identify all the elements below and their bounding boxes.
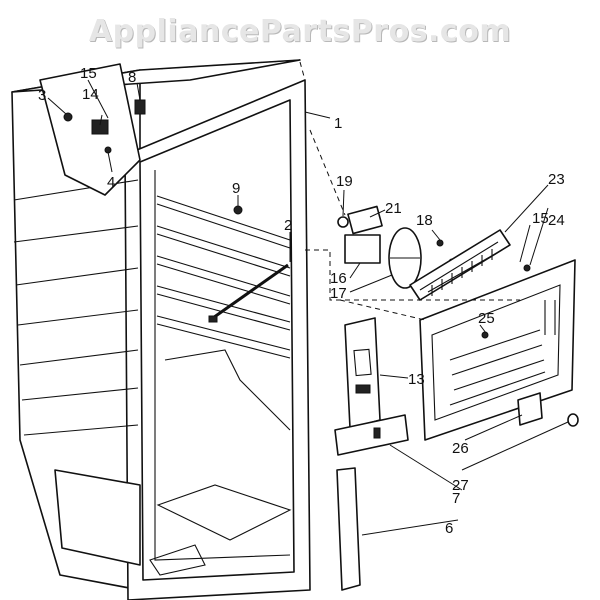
insulation-6 [336,467,361,591]
alignment-lines [305,129,520,321]
cabinet-side-grooves [13,179,139,436]
leader-lines [47,79,569,536]
liner-floor-pocket [149,544,206,576]
cabinet-base [54,469,141,566]
screw-18 [436,239,444,247]
callout-27: 27 [452,477,469,494]
callout-15-top: 15 [80,65,97,82]
callout-4: 4 [107,174,115,191]
control-housing-panel [39,63,141,196]
callout-3: 3 [38,87,46,104]
callout-14: 14 [82,86,99,103]
refrigerator-cabinet [11,59,311,600]
callout-13: 13 [408,371,425,388]
screw-15 [523,264,531,272]
clip-9 [233,205,243,215]
callout-9: 9 [232,180,240,197]
callout-labels: 1 2 3 4 6 7 8 9 13 14 15 15 16 17 18 19 … [38,65,565,537]
duct-panel-13 [344,317,381,429]
callout-24: 24 [548,212,565,229]
cabinet-liner-opening [139,99,295,581]
liner-inner-edge [154,170,291,561]
callout-21: 21 [385,200,402,217]
callout-6: 6 [445,520,453,537]
air-duct-2 [208,263,289,323]
liner-lower-step [164,349,291,431]
fan-shroud-23 [409,229,511,301]
switch-8 [134,99,146,115]
liner-floor-tray [156,484,292,541]
evaporator-cover-24 [419,259,576,441]
callout-25: 25 [478,310,495,327]
callout-23: 23 [548,171,565,188]
callout-15-right: 15 [532,210,549,227]
plug-27 [567,413,579,427]
callout-2: 2 [284,217,292,234]
callout-8: 8 [128,69,136,86]
motor-bracket-21 [347,205,383,235]
callout-18: 18 [416,212,433,229]
callout-1: 1 [334,115,342,132]
thermostat-14 [91,119,109,135]
callout-16: 16 [330,270,347,287]
screw-25 [481,331,489,339]
grommet-19 [337,216,349,228]
fan-motor-16 [344,234,381,264]
callout-7: 7 [452,490,460,507]
screw-3 [63,112,73,122]
callout-17: 17 [330,285,347,302]
callout-26: 26 [452,440,469,457]
control-housing-detail [39,63,243,215]
baffle-7 [334,414,409,456]
callout-19: 19 [336,173,353,190]
watermark: AppliancePartsPros.com [88,14,512,49]
